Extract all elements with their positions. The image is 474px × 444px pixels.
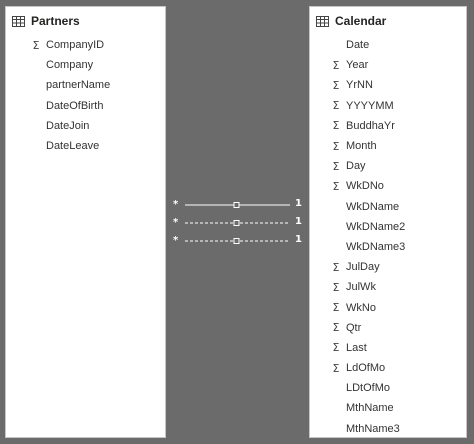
field-name: BuddhaYr xyxy=(346,119,395,132)
cardinality-one-1: 1 xyxy=(295,198,302,209)
field-name: WkDName xyxy=(346,200,400,213)
cardinality-one-2: 1 xyxy=(295,216,302,227)
field-name: LdOfMo xyxy=(346,362,386,375)
field-name: WkNo xyxy=(346,301,376,314)
field-row-yyyymm[interactable]: Σ YYYYMM xyxy=(310,96,466,116)
field-name: CompanyID xyxy=(46,39,105,52)
calendar-table-card[interactable]: Calendar ΣDateΣYearΣYrNNΣYYYYMMΣBuddhaYr… xyxy=(309,6,467,438)
partners-table-header[interactable]: Partners xyxy=(6,7,165,35)
field-name: WkDNo xyxy=(346,180,384,193)
field-row-wkdno[interactable]: Σ WkDNo xyxy=(310,176,466,196)
sigma-icon: Σ xyxy=(332,361,340,375)
field-name: Month xyxy=(346,140,377,153)
sigma-icon: Σ xyxy=(332,119,340,133)
field-row-wkdname3[interactable]: ΣWkDName3 xyxy=(310,237,466,257)
field-row-dateofbirth[interactable]: ΣDateOfBirth xyxy=(6,96,165,116)
field-name: Year xyxy=(346,59,369,72)
sigma-icon: Σ xyxy=(32,38,40,52)
field-row-companyid[interactable]: Σ CompanyID xyxy=(6,35,165,55)
sigma-icon: Σ xyxy=(332,280,340,294)
field-row-wkno[interactable]: Σ WkNo xyxy=(310,297,466,317)
sigma-icon: Σ xyxy=(332,260,340,274)
field-row-ldtofmo[interactable]: ΣLDtOfMo xyxy=(310,378,466,398)
field-name: MthName3 xyxy=(346,422,400,435)
field-row-wkdname[interactable]: ΣWkDName xyxy=(310,197,466,217)
field-name: partnerName xyxy=(46,79,111,92)
field-name: YrNN xyxy=(346,79,373,92)
calendar-table-header[interactable]: Calendar xyxy=(310,7,466,35)
field-name: WkDName2 xyxy=(346,220,406,233)
field-name: WkDName3 xyxy=(346,240,406,253)
field-name: Date xyxy=(346,39,370,52)
field-row-buddhayr[interactable]: Σ BuddhaYr xyxy=(310,116,466,136)
sigma-icon: Σ xyxy=(332,341,340,355)
field-name: DateLeave xyxy=(46,140,100,153)
sigma-icon: Σ xyxy=(332,58,340,72)
field-row-mthname3[interactable]: ΣMthName3 xyxy=(310,419,466,437)
field-name: Day xyxy=(346,160,366,173)
field-row-yrnn[interactable]: Σ YrNN xyxy=(310,75,466,95)
relationship-line-2[interactable]: * 1 xyxy=(172,216,302,228)
calendar-field-list: ΣDateΣYearΣYrNNΣYYYYMMΣBuddhaYrΣMonthΣDa… xyxy=(310,35,466,437)
sigma-icon: Σ xyxy=(332,301,340,315)
cardinality-many-1: * xyxy=(173,199,179,210)
partners-table-title: Partners xyxy=(31,14,80,28)
field-name: Company xyxy=(46,59,94,72)
relationship-line-3[interactable]: * 1 xyxy=(172,234,302,246)
cardinality-many-2: * xyxy=(173,217,179,228)
sigma-icon: Σ xyxy=(332,99,340,113)
relationship-line-1[interactable]: * 1 xyxy=(172,198,302,210)
sigma-icon: Σ xyxy=(332,78,340,92)
field-name: JulWk xyxy=(346,281,376,294)
field-row-month[interactable]: Σ Month xyxy=(310,136,466,156)
field-name: YYYYMM xyxy=(346,99,394,112)
field-name: MthName xyxy=(346,402,394,415)
cardinality-one-3: 1 xyxy=(295,234,302,245)
field-row-partnername[interactable]: ΣpartnerName xyxy=(6,75,165,95)
sigma-icon: Σ xyxy=(332,179,340,193)
field-row-ldofmo[interactable]: Σ LdOfMo xyxy=(310,358,466,378)
field-row-datejoin[interactable]: ΣDateJoin xyxy=(6,116,165,136)
cardinality-many-3: * xyxy=(173,235,179,246)
field-row-date[interactable]: ΣDate xyxy=(310,35,466,55)
field-row-dateleave[interactable]: ΣDateLeave xyxy=(6,136,165,156)
field-name: DateOfBirth xyxy=(46,99,104,112)
partners-field-list: Σ CompanyID ΣCompanyΣpartnerNameΣDateOfBir… xyxy=(6,35,165,156)
field-row-wkdname2[interactable]: ΣWkDName2 xyxy=(310,217,466,237)
field-name: Last xyxy=(346,341,367,354)
field-row-julwk[interactable]: Σ JulWk xyxy=(310,277,466,297)
table-icon xyxy=(316,15,329,27)
field-name: Qtr xyxy=(346,321,362,334)
field-row-day[interactable]: Σ Day xyxy=(310,156,466,176)
field-row-mthname[interactable]: ΣMthName xyxy=(310,398,466,418)
field-row-year[interactable]: Σ Year xyxy=(310,55,466,75)
field-row-julday[interactable]: Σ JulDay xyxy=(310,257,466,277)
table-icon xyxy=(12,15,25,27)
sigma-icon: Σ xyxy=(332,159,340,173)
sigma-icon: Σ xyxy=(332,139,340,153)
field-name: LDtOfMo xyxy=(346,382,391,395)
calendar-table-title: Calendar xyxy=(335,14,387,28)
partners-table-card[interactable]: Partners ΣCompanyIDΣCompanyΣpartnerNameΣ… xyxy=(5,6,166,438)
field-row-qtr[interactable]: Σ Qtr xyxy=(310,318,466,338)
sigma-icon: Σ xyxy=(332,321,340,335)
field-name: JulDay xyxy=(346,261,380,274)
field-row-last[interactable]: Σ Last xyxy=(310,338,466,358)
field-name: DateJoin xyxy=(46,119,90,132)
